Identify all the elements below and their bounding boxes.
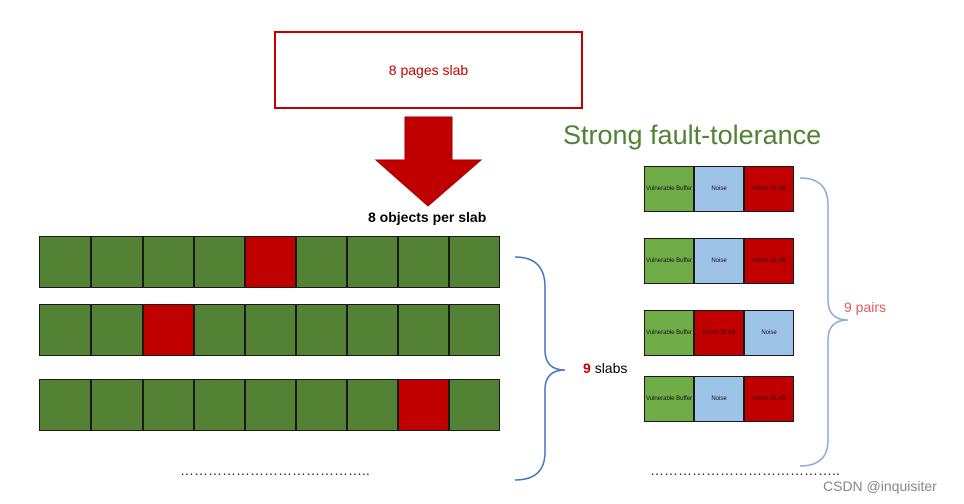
watermark: CSDN @inquisiter [823, 478, 937, 494]
slab-object [194, 304, 245, 356]
pair-cell-label: Vulnerable Buffer [645, 330, 693, 336]
slab-object [347, 236, 398, 288]
victim-slab-cell: Victim SLAB [694, 310, 744, 356]
pair-row-3: Vulnerable Buffer Victim SLAB Noise [644, 310, 794, 356]
slab-object [449, 236, 500, 288]
slab-row-2 [39, 304, 500, 356]
slab-object-victim [245, 236, 296, 288]
slab-object [194, 379, 245, 431]
slab-object [245, 379, 296, 431]
slab-object [398, 304, 449, 356]
pair-cell-label: Vulnerable Buffer [645, 396, 693, 402]
slabs-count: 9 [583, 360, 591, 376]
slab-object [245, 304, 296, 356]
slab-object [91, 379, 143, 431]
slab-pages-label: 8 pages slab [388, 62, 469, 78]
slab-object [347, 379, 398, 431]
noise-cell: Noise [694, 166, 744, 212]
pair-row-4: Vulnerable Buffer Noise Victim SLAB [644, 376, 794, 422]
vulnerable-buffer-cell: Vulnerable Buffer [644, 310, 694, 356]
pair-cell-label: Victim SLAB [752, 258, 786, 264]
pair-cell-label: Noise [711, 186, 727, 192]
pairs-count-label: 9 pairs [844, 299, 887, 315]
slab-object [39, 379, 91, 431]
noise-cell: Noise [744, 310, 794, 356]
slab-object [143, 236, 194, 288]
slab-object [347, 304, 398, 356]
victim-slab-cell: Victim SLAB [744, 238, 794, 284]
victim-slab-cell: Victim SLAB [744, 166, 794, 212]
slab-object [296, 304, 347, 356]
slab-object [449, 304, 500, 356]
pair-cell-label: Vulnerable Buffer [645, 258, 693, 264]
objects-per-slab-label: 8 objects per slab [368, 209, 487, 225]
pair-cell-label: Noise [711, 396, 727, 402]
slab-row-3 [39, 379, 500, 431]
victim-slab-cell: Victim SLAB [744, 376, 794, 422]
vulnerable-buffer-cell: Vulnerable Buffer [644, 166, 694, 212]
pairs-ellipsis: ………………………………….. [650, 462, 840, 478]
slabs-text: slabs [594, 360, 628, 376]
pair-cell-label: Victim SLAB [752, 396, 786, 402]
pair-cell-label: Noise [761, 330, 777, 336]
vulnerable-buffer-cell: Vulnerable Buffer [644, 238, 694, 284]
slab-object [296, 236, 347, 288]
noise-cell: Noise [694, 238, 744, 284]
vulnerable-buffer-cell: Vulnerable Buffer [644, 376, 694, 422]
pair-row-2: Vulnerable Buffer Noise Victim SLAB [644, 238, 794, 284]
diagram-title: Strong fault-tolerance [563, 120, 822, 150]
pair-cell-label: Victim SLAB [702, 330, 736, 336]
slab-object [296, 379, 347, 431]
slab-object [91, 304, 143, 356]
pair-cell-label: Vulnerable Buffer [645, 186, 693, 192]
noise-cell: Noise [694, 376, 744, 422]
slab-pages-box: 8 pages slab [274, 31, 583, 109]
slab-object [449, 379, 500, 431]
slab-object [39, 236, 91, 288]
pairs-brace [799, 177, 849, 467]
slabs-ellipsis: ………………………………….. [180, 462, 370, 478]
slab-object [194, 236, 245, 288]
slabs-count-label: 9 slabs [583, 360, 627, 376]
pair-cell-label: Noise [711, 258, 727, 264]
slab-row-1 [39, 236, 500, 288]
down-arrow [374, 116, 483, 207]
slab-object [398, 236, 449, 288]
slabs-brace [514, 256, 566, 481]
slab-object-victim [398, 379, 449, 431]
pair-row-1: Vulnerable Buffer Noise Victim SLAB [644, 166, 794, 212]
slab-object [39, 304, 91, 356]
slab-object [143, 379, 194, 431]
slab-object-victim [143, 304, 194, 356]
slab-object [91, 236, 143, 288]
pair-cell-label: Victim SLAB [752, 186, 786, 192]
